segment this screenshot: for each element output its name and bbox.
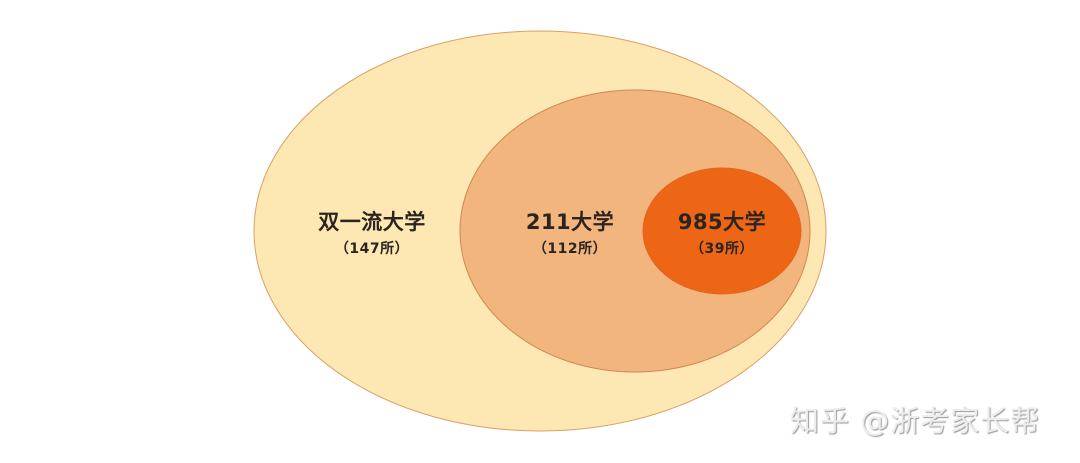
set-name: 211大学: [525, 210, 615, 234]
set-name: 双一流大学: [318, 210, 426, 234]
set-name: 985大学: [677, 210, 767, 234]
zhihu-watermark: 知乎 @浙考家长帮: [790, 404, 1041, 438]
set-count: （39所）: [690, 241, 754, 257]
set-count: （112所）: [532, 241, 608, 257]
double-first-class-label: 双一流大学 （147所）: [318, 209, 426, 259]
project-211-label: 211大学 （112所）: [526, 209, 614, 259]
project-985-ellipse: [642, 167, 802, 295]
project-985-label: 985大学 （39所）: [678, 209, 766, 259]
set-count: （147所）: [334, 241, 410, 257]
project-211-ellipse: [459, 89, 811, 373]
